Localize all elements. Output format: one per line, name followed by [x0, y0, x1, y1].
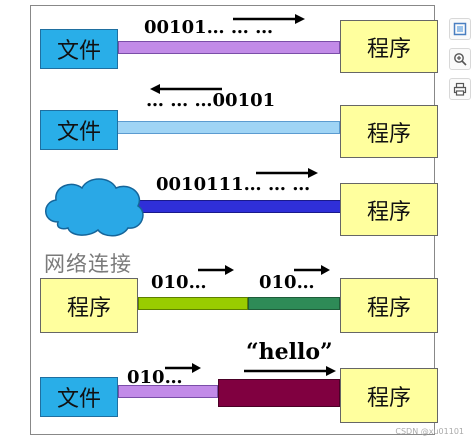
file-label: 文件 — [56, 120, 101, 145]
connection-bar-a — [118, 385, 218, 398]
file-box: 文件 — [40, 377, 118, 417]
bit-stream-label: 010… — [127, 367, 183, 388]
connection-bar-b — [248, 297, 340, 310]
network-connection-caption: 网络连接 — [44, 252, 132, 276]
file-label: 文件 — [56, 387, 101, 412]
program-label: 程序 — [366, 121, 411, 147]
file-label: 文件 — [56, 39, 101, 64]
cloud-icon — [45, 178, 144, 237]
program-box: 程序 — [40, 278, 138, 333]
right-arrow-icon — [294, 265, 330, 275]
connection-bar-b — [218, 379, 340, 407]
program-label: 程序 — [66, 295, 111, 321]
program-label: 程序 — [366, 199, 411, 225]
hello-message-label: “hello” — [246, 339, 333, 365]
bit-stream-label: 010… — [259, 272, 315, 293]
connection-bar — [120, 200, 342, 213]
right-arrow-icon — [165, 363, 201, 373]
print-icon[interactable] — [449, 78, 471, 100]
right-arrow-icon — [233, 14, 305, 24]
bit-stream-label: 0010111… … … — [156, 174, 311, 195]
connection-bar — [118, 41, 340, 54]
bit-stream-label: 010… — [151, 272, 207, 293]
bit-stream-label: 00101… … … — [144, 17, 274, 38]
program-box: 程序 — [340, 105, 438, 158]
zoom-in-icon[interactable] — [449, 48, 471, 70]
program-box: 程序 — [340, 183, 438, 236]
file-box: 文件 — [40, 110, 118, 150]
file-box: 文件 — [40, 29, 118, 69]
bit-stream-label: … … …00101 — [146, 90, 276, 111]
program-label: 程序 — [366, 385, 411, 411]
right-arrow-icon — [256, 168, 318, 178]
watermark: CSDN @xu01101 — [395, 427, 464, 436]
left-arrow-icon — [150, 84, 222, 94]
fit-frame-icon[interactable] — [449, 18, 471, 40]
program-box: 程序 — [340, 278, 438, 333]
right-arrow-icon — [244, 366, 336, 376]
program-box: 程序 — [340, 20, 438, 73]
right-arrow-icon — [198, 265, 234, 275]
program-label: 程序 — [366, 36, 411, 62]
connection-bar-a — [138, 297, 248, 310]
program-box: 程序 — [340, 368, 438, 423]
program-label: 程序 — [366, 295, 411, 321]
connection-bar — [104, 121, 340, 134]
